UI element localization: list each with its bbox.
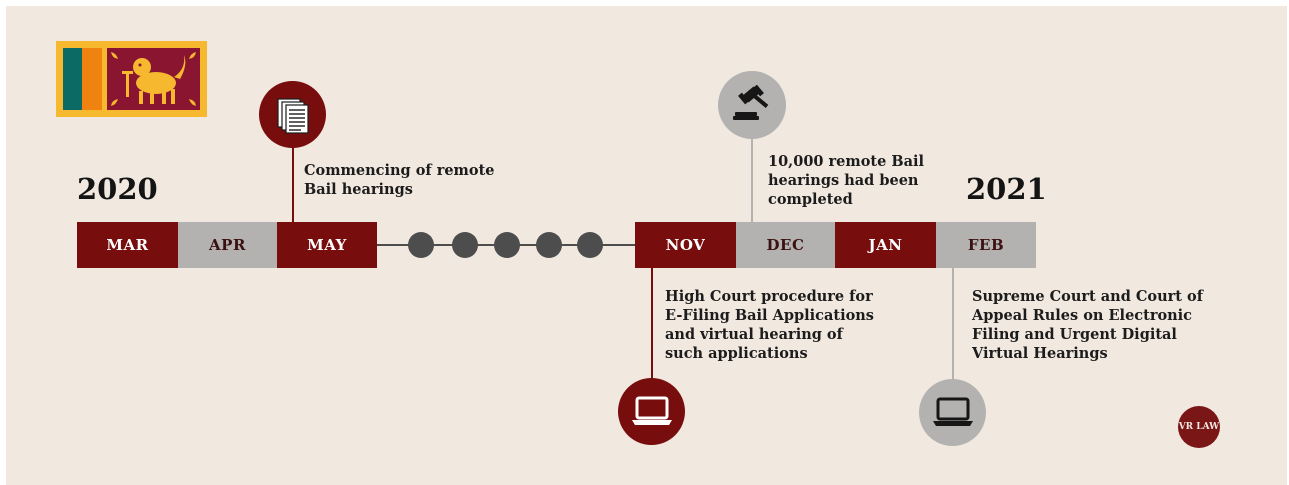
month-jan: JAN <box>835 222 936 268</box>
month-dec: DEC <box>736 222 835 268</box>
vr-law-logo: VR LAW <box>1178 406 1220 448</box>
gap-dot <box>577 232 603 258</box>
month-apr: APR <box>178 222 277 268</box>
gap-dot <box>408 232 434 258</box>
connector-may <box>292 132 294 224</box>
event-nov-text: High Court procedure for E-Filing Bail A… <box>665 288 874 362</box>
document-icon <box>276 97 309 134</box>
gap-dot <box>536 232 562 258</box>
event-dec-text: 10,000 remote Bail hearings had been com… <box>768 153 925 208</box>
year-start: 2020 <box>77 172 158 206</box>
gavel-icon <box>733 85 769 120</box>
month-may: MAY <box>277 222 377 268</box>
event-dec-icon-circle <box>718 71 786 139</box>
timeline-canvas: 2020 2021 MAR APR MAY NOV DEC JAN FEB Co… <box>6 6 1287 485</box>
event-may-text: Commencing of remote Bail hearings <box>304 162 495 198</box>
gap-dot <box>452 232 478 258</box>
month-mar: MAR <box>77 222 178 268</box>
event-feb-icon-circle <box>919 379 986 446</box>
event-feb-text: Supreme Court and Court of Appeal Rules … <box>972 288 1203 362</box>
gap-dot <box>494 232 520 258</box>
year-end: 2021 <box>966 172 1047 206</box>
event-nov-icon-circle <box>618 378 685 445</box>
connector-nov <box>651 268 653 380</box>
logo-text: VR LAW <box>1178 422 1220 432</box>
connector-dec <box>751 130 753 222</box>
month-nov: NOV <box>635 222 736 268</box>
sri-lanka-flag <box>56 41 207 117</box>
laptop-icon <box>631 396 672 425</box>
connector-feb <box>952 268 954 380</box>
event-may-icon-circle <box>259 81 326 148</box>
laptop-icon <box>932 397 973 426</box>
month-feb: FEB <box>936 222 1036 268</box>
